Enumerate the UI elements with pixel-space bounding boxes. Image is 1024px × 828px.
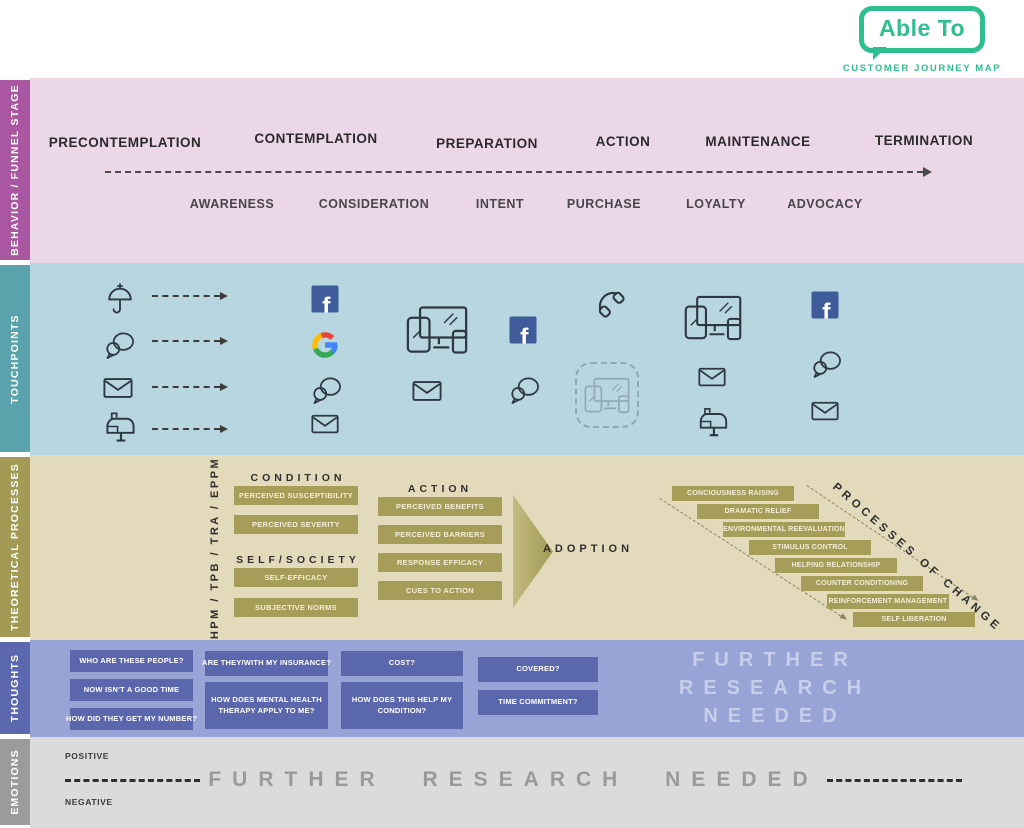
- chat-icon: [509, 376, 542, 405]
- umbrella-icon: [105, 283, 135, 315]
- ableto-logo: Able To: [858, 6, 986, 60]
- dashed-arrow: [152, 292, 228, 300]
- funnel-consideration: CONSIDERATION: [318, 197, 430, 211]
- envelope-icon: [103, 378, 133, 399]
- theory-box: SUBJECTIVE NORMS: [234, 598, 358, 617]
- funnel-advocacy: ADVOCACY: [787, 197, 863, 211]
- process-step: HELPING RELATIONSHIP: [775, 558, 897, 573]
- theory-box: PERCEIVED BENEFITS: [378, 497, 502, 516]
- mailbox-icon: [104, 411, 137, 444]
- emotions-sidebar: EMOTIONS: [0, 737, 30, 828]
- process-step: COUNTER CONDITIONING: [801, 576, 923, 591]
- devices-icon: [684, 295, 742, 341]
- condition-title: CONDITION: [250, 472, 346, 484]
- logo-text: Able To: [878, 15, 966, 41]
- process-step: ENVIRONMENTAL REEVALUATION: [723, 522, 845, 537]
- dashed-arrow: [152, 383, 228, 391]
- process-step: DRAMATIC RELIEF: [697, 504, 819, 519]
- envelope-icon: [412, 381, 442, 402]
- touchpoints-sidebar: TOUCHPOINTS: [0, 263, 30, 455]
- stage-action: ACTION: [595, 134, 651, 149]
- theory-box: RESPONSE EFFICACY: [378, 553, 502, 572]
- facebook-icon: [311, 285, 339, 313]
- adoption-label: ADOPTION: [542, 543, 634, 555]
- chat-icon: [104, 331, 137, 360]
- thought-box: HOW DOES THIS HELP MY CONDITION?: [341, 682, 463, 729]
- funnel-timeline-arrow: [105, 167, 932, 177]
- theory-box: PERCEIVED BARRIERS: [378, 525, 502, 544]
- stage-maintenance: MAINTENANCE: [705, 134, 811, 149]
- negative-label: NEGATIVE: [65, 797, 113, 807]
- mailbox-icon: [697, 406, 729, 438]
- dashed-arrow: [152, 337, 228, 345]
- dashed-arrow: [152, 425, 228, 433]
- funnel-purchase: PURCHASE: [566, 197, 642, 211]
- envelope-icon: [811, 401, 839, 421]
- further-research-needed: FURTHER RESEARCH NEEDED: [208, 768, 819, 791]
- touchpoints-row-label: TOUCHPOINTS: [9, 313, 21, 404]
- theory-models-label: HPM / TPB / TRA / EPPM: [209, 456, 221, 639]
- devices-icon: [406, 306, 468, 355]
- theoretical-sidebar: THEORETICAL PROCESSES: [0, 455, 30, 640]
- thought-box: NOW ISN'T A GOOD TIME: [70, 679, 193, 701]
- row-theoretical: THEORETICAL PROCESSES HPM / TPB / TRA / …: [0, 455, 1024, 640]
- further-research-needed: FURTHER RESEARCH NEEDED: [678, 649, 872, 727]
- process-step: SELF LIBERATION: [853, 612, 975, 627]
- funnel-awareness: AWARENESS: [189, 197, 275, 211]
- process-step: STIMULUS CONTROL: [749, 540, 871, 555]
- behavior-sidebar: BEHAVIOR / FUNNEL STAGE: [0, 78, 30, 263]
- emotion-baseline: FURTHER RESEARCH NEEDED: [65, 765, 963, 795]
- row-behavior: BEHAVIOR / FUNNEL STAGE PRECONTEMPLATION…: [0, 78, 1024, 263]
- stage-precontemplation: PRECONTEMPLATION: [48, 135, 202, 150]
- thought-box: COST?: [341, 651, 463, 676]
- thought-box: HOW DID THEY GET MY NUMBER?: [66, 708, 197, 730]
- envelope-icon: [311, 414, 339, 434]
- stage-preparation: PREPARATION: [436, 136, 538, 151]
- funnel-loyalty: LOYALTY: [686, 197, 746, 211]
- phone-icon: [595, 288, 628, 321]
- stage-termination: TERMINATION: [874, 133, 974, 148]
- facebook-icon: [811, 291, 839, 319]
- thoughts-row-label: THOUGHTS: [9, 653, 21, 723]
- google-icon: [310, 330, 341, 361]
- behavior-row-label: BEHAVIOR / FUNNEL STAGE: [9, 84, 21, 256]
- facebook-icon: [509, 316, 537, 344]
- emotions-row-label: EMOTIONS: [9, 749, 21, 815]
- map-subtitle: CUSTOMER JOURNEY MAP: [842, 63, 1002, 74]
- process-step: REINFORCEMENT MANAGEMENT: [827, 594, 949, 609]
- theory-box: PERCEIVED SUSCEPTIBILITY: [234, 486, 358, 505]
- row-emotions: EMOTIONS POSITIVE NEGATIVE FURTHER RESEA…: [0, 737, 1024, 828]
- chat-icon: [811, 350, 844, 379]
- theory-box: SELF-EFFICACY: [234, 568, 358, 587]
- dashed-line: [65, 778, 201, 782]
- brand-header: Able To CUSTOMER JOURNEY MAP: [842, 6, 1002, 74]
- thought-box: ARE THEY/WITH MY INSURANCE?: [202, 651, 331, 676]
- dashed-line: [826, 778, 963, 782]
- funnel-intent: INTENT: [475, 197, 525, 211]
- theory-box: PERCEIVED SEVERITY: [234, 515, 358, 534]
- chat-icon: [311, 376, 344, 405]
- envelope-icon: [698, 367, 726, 387]
- thoughts-sidebar: THOUGHTS: [0, 640, 30, 737]
- self-society-title: SELF/SOCIETY: [236, 554, 360, 566]
- stage-contemplation: CONTEMPLATION: [254, 131, 378, 146]
- row-thoughts: THOUGHTS WHO ARE THESE PEOPLE? NOW ISN'T…: [0, 640, 1024, 737]
- theoretical-row-label: THEORETICAL PROCESSES: [9, 463, 21, 631]
- thought-box: COVERED?: [478, 657, 598, 682]
- row-touchpoints: TOUCHPOINTS: [0, 263, 1024, 455]
- theory-box: CUES TO ACTION: [378, 581, 502, 600]
- process-step: CONCIOUSNESS RAISING: [672, 486, 794, 501]
- thought-box: WHO ARE THESE PEOPLE?: [70, 650, 193, 672]
- thought-box: HOW DOES MENTAL HEALTH THERAPY APPLY TO …: [205, 682, 328, 729]
- positive-label: POSITIVE: [65, 751, 110, 761]
- devices-dashed-icon: [575, 362, 639, 428]
- thought-box: TIME COMMITMENT?: [478, 690, 598, 715]
- action-title: ACTION: [407, 483, 473, 495]
